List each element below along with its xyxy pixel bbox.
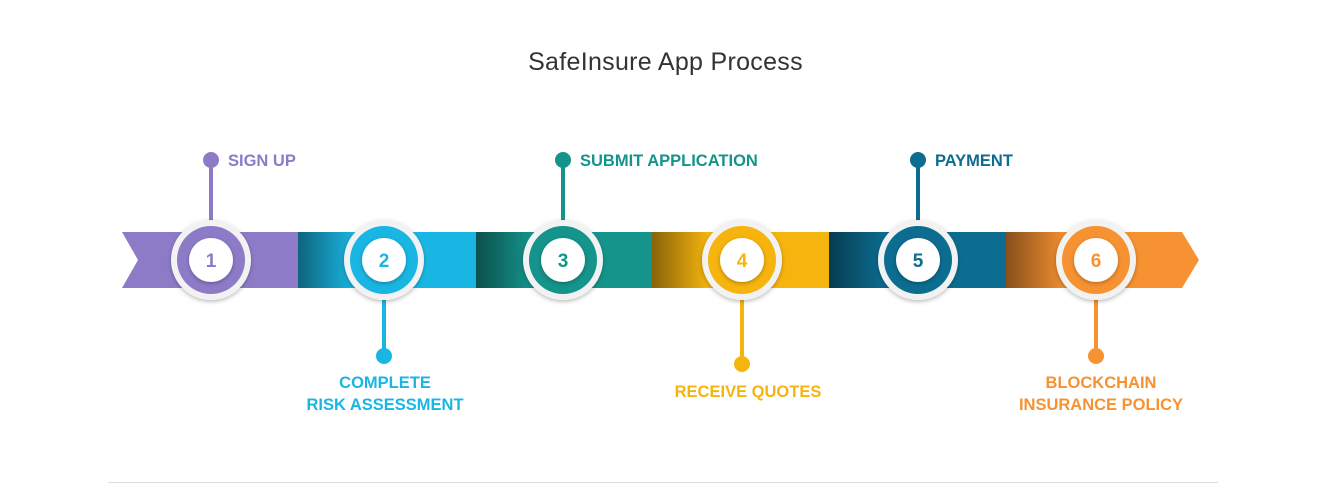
step-label-6-line-1: BLOCKCHAIN [1046, 374, 1157, 392]
step-label-6-line-2: INSURANCE POLICY [1019, 396, 1183, 414]
step-circle-2: 2 [344, 220, 424, 300]
bottom-divider [108, 482, 1218, 483]
connector-dot-4 [734, 356, 750, 372]
step-number-4: 4 [737, 251, 748, 272]
connector-dot-2 [376, 348, 392, 364]
step-circle-4: 4 [702, 220, 782, 300]
step-circle-5: 5 [878, 220, 958, 300]
step-number-3: 3 [558, 251, 569, 272]
step-number-6: 6 [1091, 251, 1102, 272]
connector-dot-3 [555, 152, 571, 168]
step-label-5: PAYMENT [935, 152, 1013, 170]
diagram-title: SafeInsure App Process [528, 48, 803, 76]
step-number-1: 1 [206, 251, 217, 272]
step-circles: 1 2 3 4 5 6 [171, 220, 1136, 300]
step-label-4: RECEIVE QUOTES [675, 383, 822, 401]
step-label-2-line-2: RISK ASSESSMENT [306, 396, 463, 414]
step-number-5: 5 [913, 251, 924, 272]
step-label-3: SUBMIT APPLICATION [580, 152, 758, 170]
step-number-2: 2 [379, 251, 390, 272]
step-circle-3: 3 [523, 220, 603, 300]
timeline-band [122, 232, 1199, 288]
step-circle-6: 6 [1056, 220, 1136, 300]
connector-dot-1 [203, 152, 219, 168]
connector-group [203, 152, 1104, 372]
connector-dot-6 [1088, 348, 1104, 364]
step-label-1: SIGN UP [228, 152, 296, 170]
step-labels: SIGN UP COMPLETE RISK ASSESSMENT SUBMIT APP… [228, 152, 1183, 414]
step-label-2-line-1: COMPLETE [339, 374, 431, 392]
step-circle-1: 1 [171, 220, 251, 300]
connector-dot-5 [910, 152, 926, 168]
